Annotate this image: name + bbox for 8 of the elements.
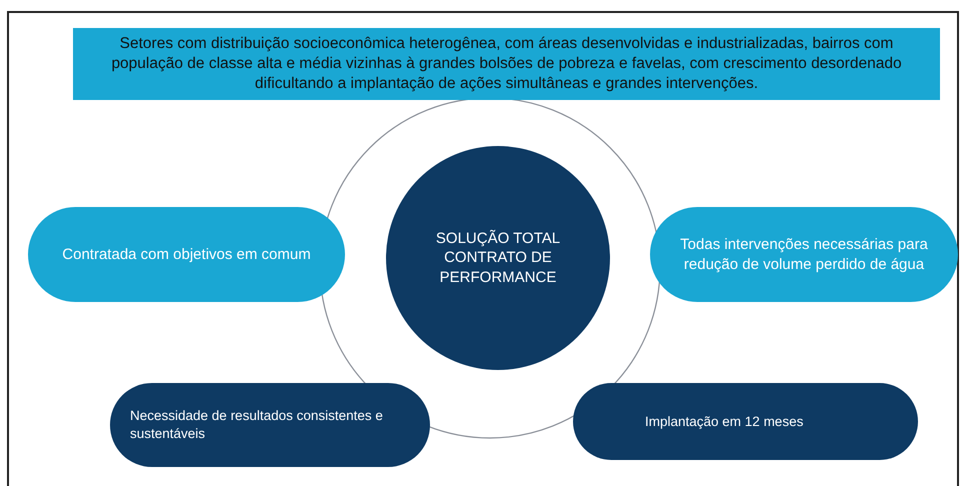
banner-box bbox=[73, 28, 940, 100]
node-text: SOLUÇÃO TOTAL CONTRATO DE PERFORMANCE bbox=[434, 228, 562, 288]
node-text: Implantação em 12 meses bbox=[645, 412, 804, 430]
node-text: Todas intervenções necessárias para redução de volume perdido de água bbox=[680, 235, 928, 274]
node-text: Necessidade de resultados consistentes e sustentáveis bbox=[130, 407, 384, 443]
node-text: Setores com distribuição socioeconômica heterogênea, com áreas desenvolvidas e industrializadas, bairros com população de classe alta e média vizinhas à grandes bolsões de pobreza e favelas, com crescimento desordenado dificultando a implantação de ações simultâneas e grandes intervenções. bbox=[110, 34, 903, 94]
rounded-box bbox=[650, 207, 958, 302]
node-text: Contratada com objetivos em comum bbox=[62, 244, 311, 264]
